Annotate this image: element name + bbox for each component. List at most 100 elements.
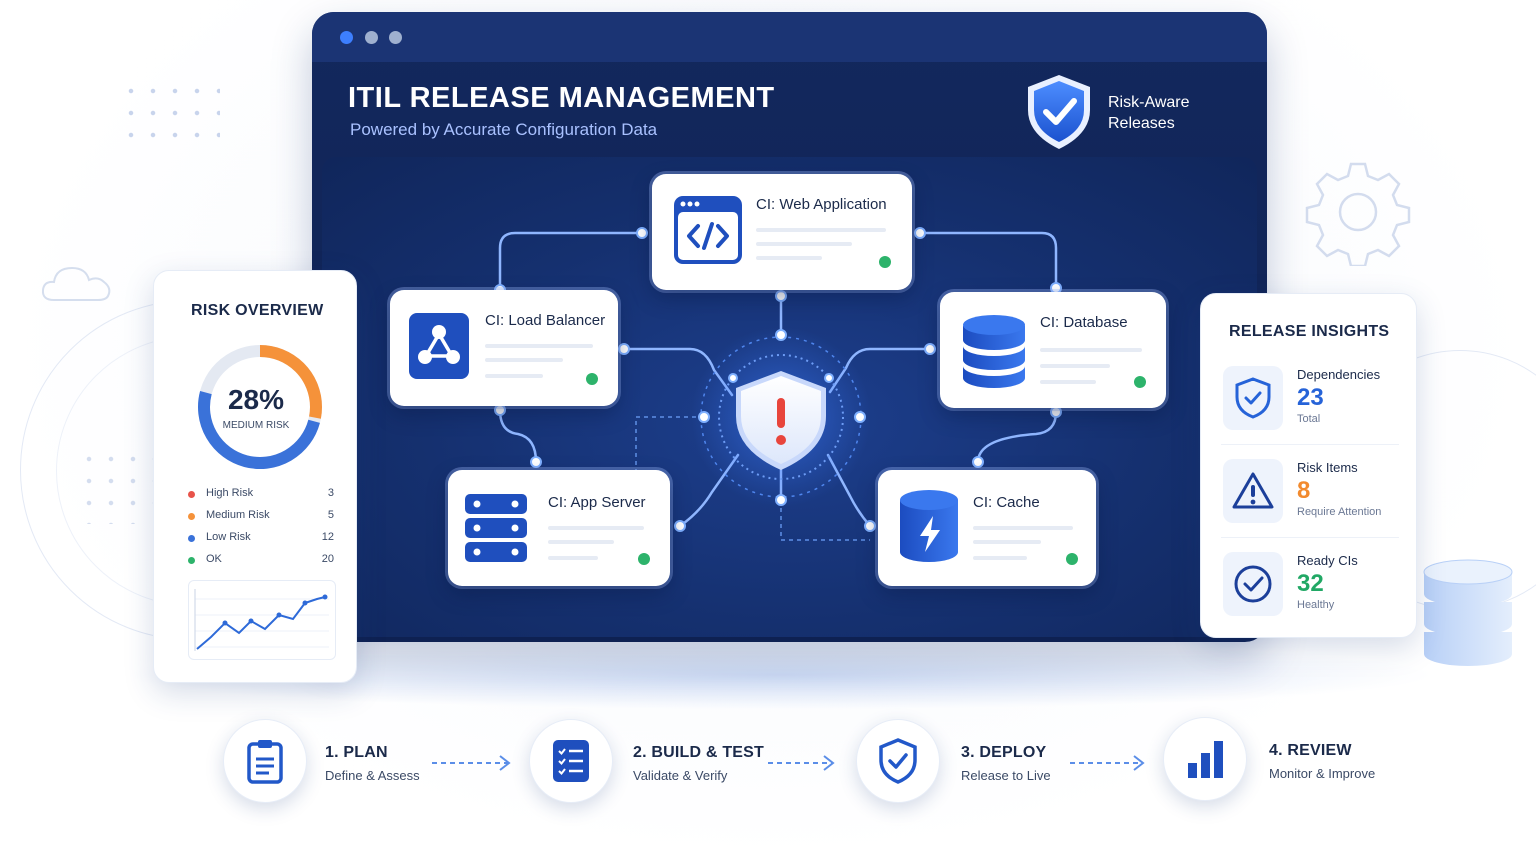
dot-grid-decoration [78,448,158,524]
risk-overview-title: RISK OVERVIEW [191,302,324,319]
placeholder-line [485,374,543,378]
insight-value: 23 [1297,384,1324,411]
risk-aware-badge: Risk-Aware Releases [1108,92,1228,134]
ci-card-web-application[interactable]: CI: Web Application [652,174,912,290]
legend-value: 20 [321,553,334,565]
legend-name: High Risk [206,487,254,499]
legend-dot [188,535,195,542]
legend-row-medium: Medium Risk 5 [188,509,334,525]
step-title: 2. BUILD & TEST [633,744,765,761]
page-title: ITIL RELEASE MANAGEMENT [348,82,775,114]
legend-dot [188,491,195,498]
shield-check-icon [879,738,917,784]
placeholder-line [485,344,593,348]
insight-value: 8 [1297,477,1311,504]
legend-row-high: High Risk 3 [188,487,334,503]
page-subtitle: Powered by Accurate Configuration Data [350,120,658,139]
check-circle-icon [1223,552,1283,616]
donut-value: 28% [227,384,285,415]
ci-card-cache[interactable]: CI: Cache [878,470,1096,586]
donut-ring [198,345,322,469]
step-subtitle: Monitor & Improve [1269,766,1376,781]
insight-ready-cis[interactable]: Ready CIs 32 Healthy [1221,546,1399,630]
release-insights-title: RELEASE INSIGHTS [1229,323,1390,340]
ci-card-app-server[interactable]: CI: App Server [448,470,670,586]
release-insights-card: RELEASE INSIGHTS Dependencies 23 Total R… [1200,293,1417,638]
placeholder-line [1040,380,1096,384]
network-nodes-icon [409,313,469,379]
divider [1221,537,1399,538]
step-arrow [432,755,511,771]
ci-card-database[interactable]: CI: Database [940,292,1166,408]
database-icon [963,315,1025,388]
placeholder-line [973,556,1027,560]
step-title: 4. REVIEW [1269,742,1352,759]
clipboard-icon [247,740,283,784]
step-subtitle: Define & Assess [325,768,420,783]
badge-line: Risk-Aware [1108,94,1190,111]
insight-name: Dependencies [1297,367,1381,382]
code-window-icon [674,196,742,264]
status-ok-dot [879,256,891,268]
placeholder-line [756,256,822,260]
database-decoration-icon [1423,559,1513,666]
placeholder-line [548,540,614,544]
trend-sparkline [188,580,336,660]
ci-label: CI: Load Balancer [485,312,606,329]
legend-dot [188,513,195,520]
window-dot-minimize[interactable] [365,31,378,44]
placeholder-line [1040,348,1142,352]
legend-dot [188,557,195,564]
legend-row-ok: OK 20 [188,553,334,569]
legend-row-low: Low Risk 12 [188,531,334,547]
donut-arc-medium [198,345,322,469]
shield-check-icon [1223,366,1283,430]
step-deploy-button[interactable] [856,719,940,803]
badge-line: Releases [1108,115,1175,132]
window-dot-maximize[interactable] [389,31,402,44]
shield-check-icon [1028,75,1090,149]
bar-chart-icon [1188,741,1223,778]
step-title: 1. PLAN [325,744,388,761]
checklist-icon [553,740,589,782]
step-subtitle: Validate & Verify [633,768,728,783]
dot-grid-decoration [120,80,220,152]
legend-value: 12 [321,531,334,543]
step-arrow [1070,755,1145,771]
placeholder-line [548,556,598,560]
status-ok-dot [1066,553,1078,565]
donut-arc-low [198,345,322,469]
status-ok-dot [638,553,650,565]
insight-name: Ready CIs [1297,553,1358,568]
insight-sub: Require Attention [1297,506,1382,518]
legend-value: 5 [327,509,334,521]
ci-label: CI: Database [1040,314,1128,331]
insight-value: 32 [1297,570,1324,597]
insight-name: Risk Items [1297,460,1358,475]
status-ok-dot [1134,376,1146,388]
step-review-button[interactable] [1163,717,1247,801]
divider [1221,444,1399,445]
legend-name: OK [206,553,222,565]
step-arrow [768,755,835,771]
risk-overview-card: RISK OVERVIEW 28% MEDIUM RISK High Risk … [153,270,357,683]
insight-dependencies[interactable]: Dependencies 23 Total [1221,360,1399,444]
lightning-cylinder-icon [900,490,958,562]
legend-name: Medium Risk [206,509,270,521]
step-title: 3. DEPLOY [961,744,1047,761]
ci-label: CI: Cache [973,494,1040,511]
step-build-test-button[interactable] [529,719,613,803]
placeholder-line [1040,364,1110,368]
window-dot-close[interactable] [340,31,353,44]
sparkline-chart [194,589,329,651]
gear-icon [1305,162,1411,266]
status-ok-dot [586,373,598,385]
placeholder-line [756,242,852,246]
ci-label: CI: App Server [548,494,646,511]
ci-card-load-balancer[interactable]: CI: Load Balancer [390,290,618,406]
step-plan-button[interactable] [223,719,307,803]
insight-sub: Healthy [1297,599,1335,611]
server-rack-icon [465,494,527,562]
insight-risk-items[interactable]: Risk Items 8 Require Attention [1221,453,1399,537]
placeholder-line [973,526,1073,530]
